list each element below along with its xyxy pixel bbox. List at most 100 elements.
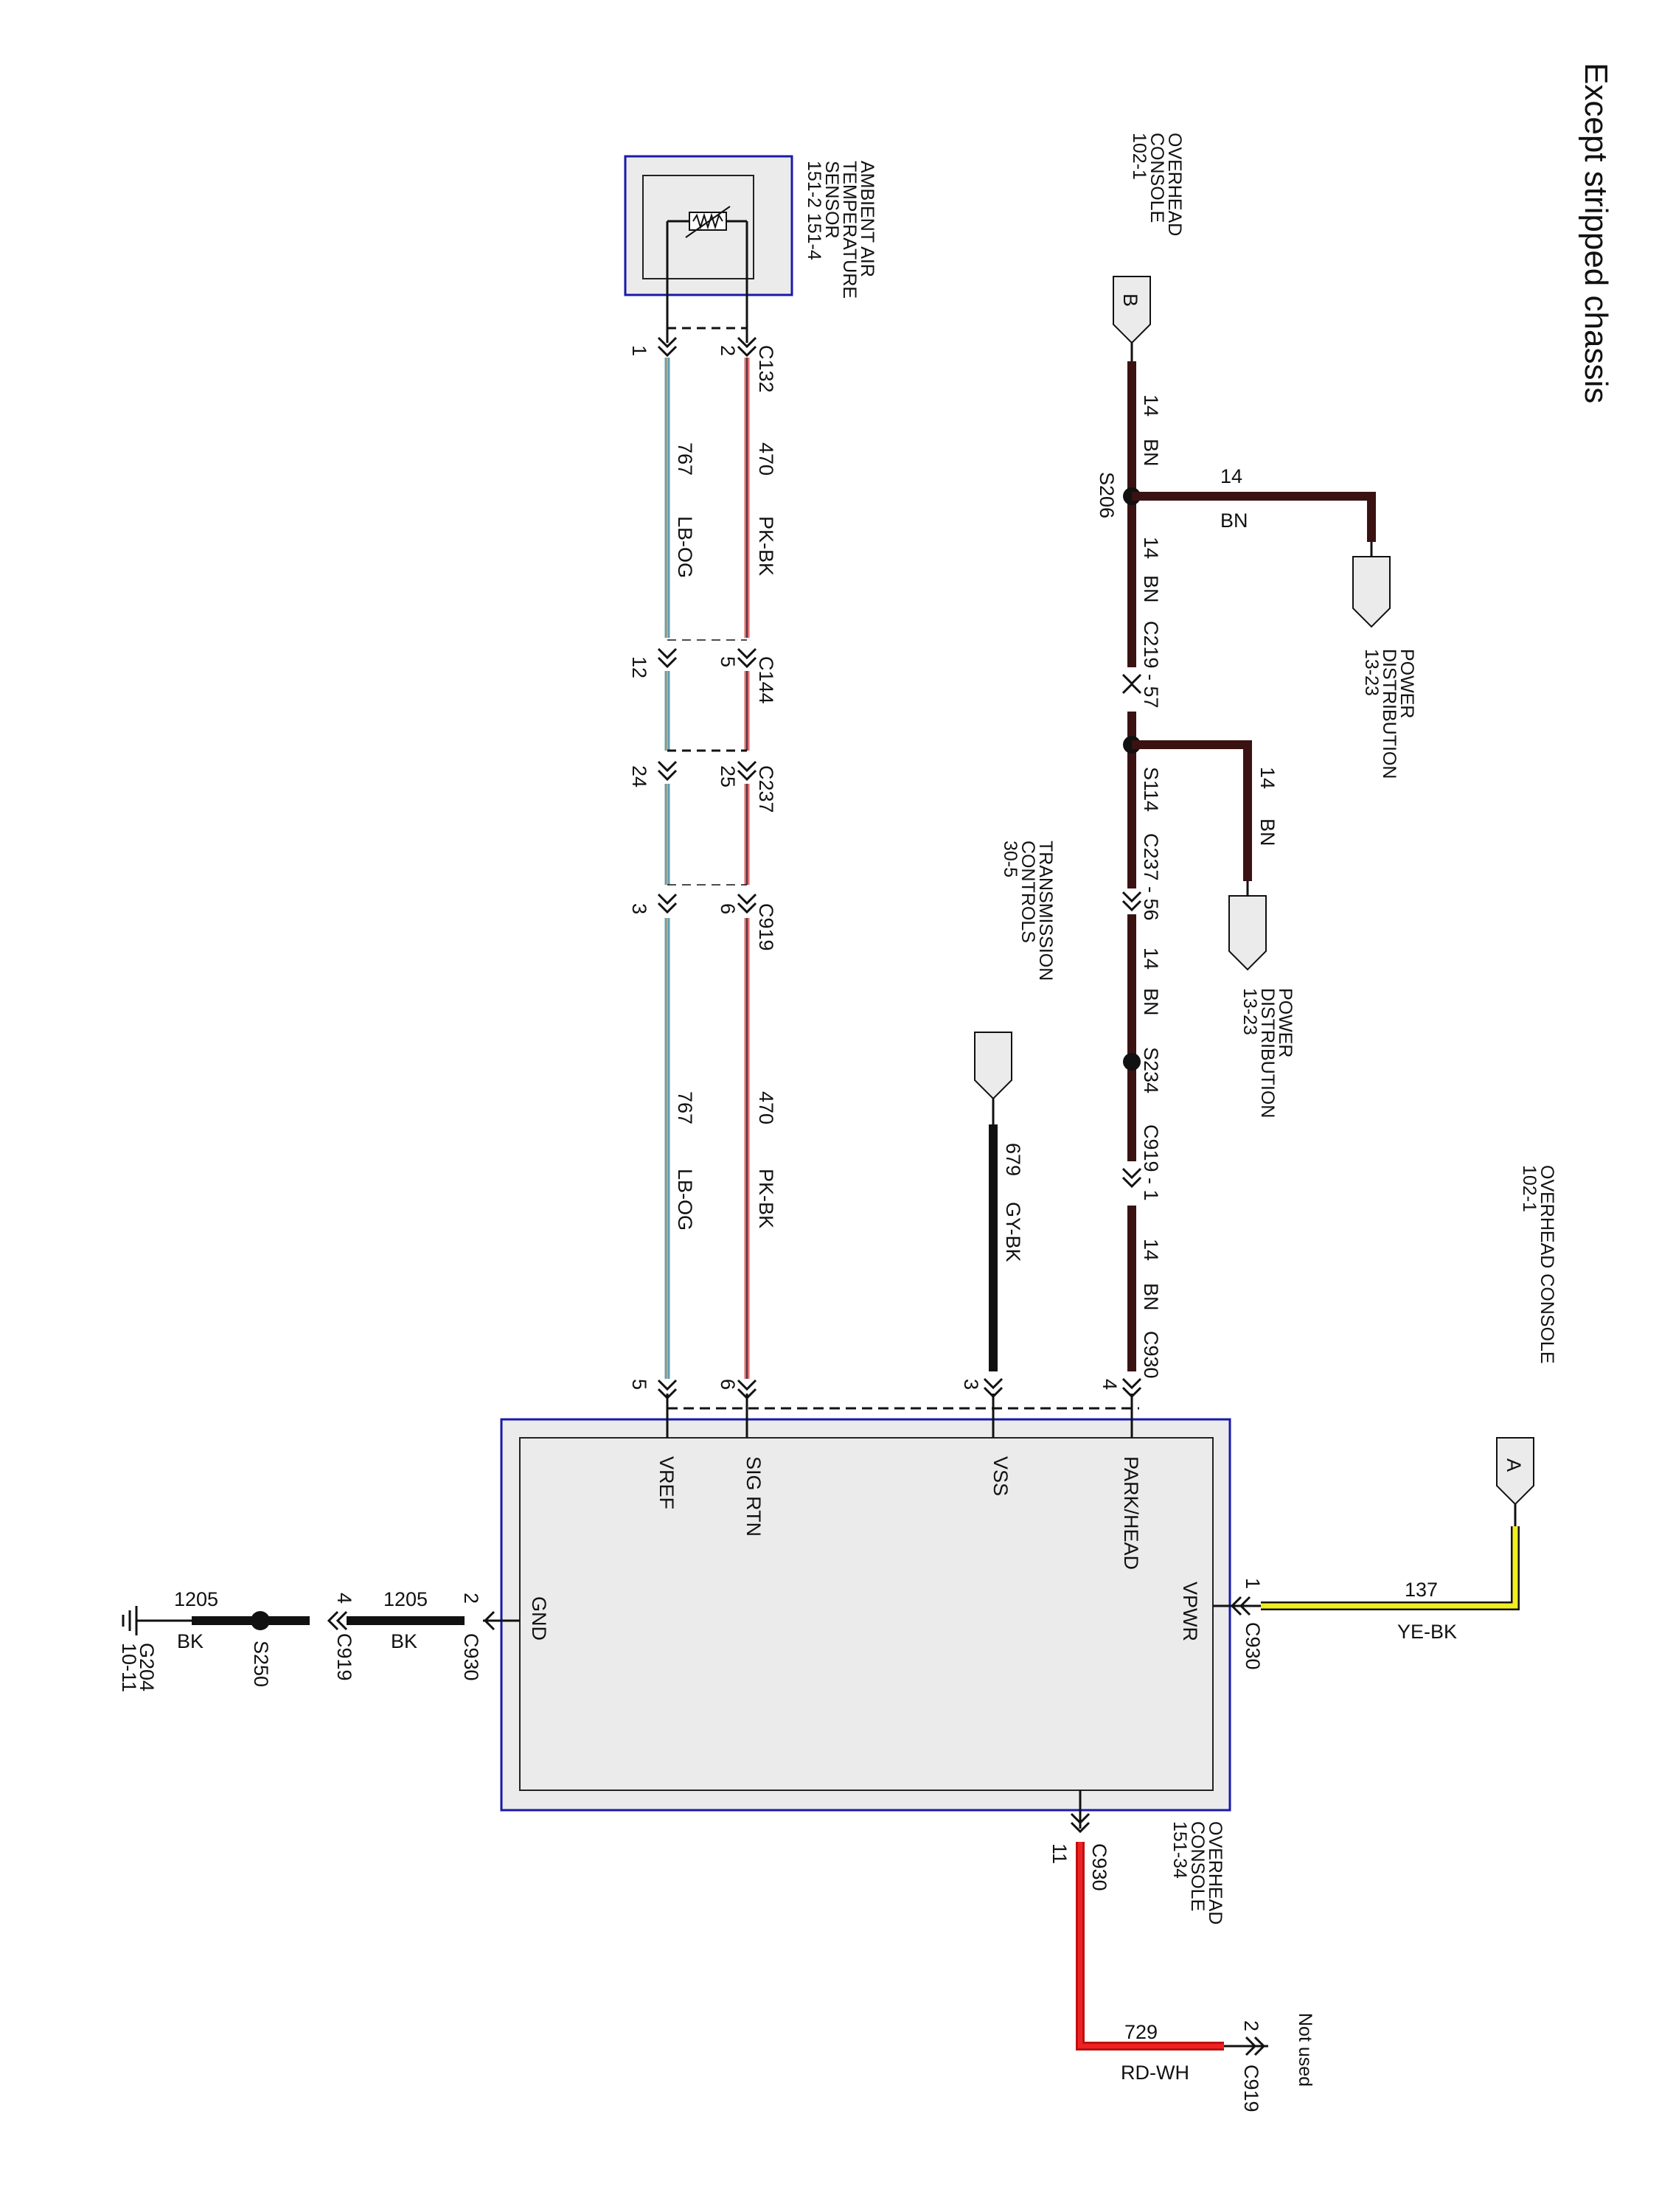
pin-2-c132: 2 (717, 345, 739, 356)
transmission-controls-connector (974, 1032, 1012, 1100)
bn-gauge-2: 14 (1140, 537, 1162, 559)
wire-color-yebk: YE-BK (1397, 1621, 1457, 1643)
bn-gauge-1: 14 (1140, 394, 1162, 417)
svg-text:POWER: POWER (1275, 988, 1295, 1057)
pin-label-park-head: PARK/HEAD (1120, 1456, 1142, 1570)
overhead-console-a-connector: A (1496, 1437, 1534, 1506)
pin-5-c144: 5 (717, 656, 739, 667)
wire-num-137: 137 (1405, 1579, 1438, 1601)
wire-14-bn-branch-1 (1132, 492, 1376, 557)
conn-c930-bn: C930 (1140, 1331, 1162, 1379)
wire-num-470-a: 470 (755, 442, 777, 476)
pin-6-module: 6 (717, 1379, 739, 1390)
ground-icon (122, 1606, 138, 1635)
power-distribution-1-connector (1352, 556, 1391, 628)
conn-c132: C132 (755, 345, 777, 393)
pin-2-gnd: 2 (460, 1593, 482, 1604)
wire-num-729: 729 (1124, 2021, 1158, 2043)
pin-12-c144: 12 (628, 656, 650, 678)
conn-c919-1: C919 - 1 (1140, 1124, 1162, 1201)
ground-ref: 10-11 (118, 1643, 140, 1692)
conn-c919-gnd: C919 (333, 1633, 355, 1681)
svg-text:DISTRIBUTION: DISTRIBUTION (1379, 649, 1399, 779)
wire-137-ye-bk (1213, 1504, 1520, 1616)
thermistor-icon (685, 206, 731, 238)
pin-3-module: 3 (960, 1379, 982, 1390)
bn-color-2: BN (1140, 575, 1162, 603)
conn-c919-bottom: C919 (1240, 2065, 1262, 2112)
wire-14-bn-branch-2 (1132, 740, 1252, 896)
branch-1-gauge: 14 (1220, 465, 1242, 487)
bn-color-1: BN (1140, 439, 1162, 467)
not-used-label: Not used (1295, 2013, 1315, 2087)
svg-text:OVERHEAD: OVERHEAD (1164, 133, 1185, 236)
splice-label-s250: S250 (250, 1641, 272, 1687)
svg-text:OVERHEAD CONSOLE: OVERHEAD CONSOLE (1537, 1165, 1557, 1364)
pin-6-c919: 6 (717, 903, 739, 914)
splice-label-s114: S114 (1140, 767, 1162, 812)
pin-label-vpwr: VPWR (1179, 1582, 1201, 1641)
svg-text:SENSOR: SENSOR (821, 161, 842, 239)
svg-text:TRANSMISSION: TRANSMISSION (1035, 841, 1056, 981)
wire-14-bn-main (1121, 343, 1142, 1438)
wire-1205-bk (136, 1610, 520, 1631)
splice-label-s234: S234 (1140, 1047, 1162, 1093)
power-distribution-2-name: POWER DISTRIBUTION 13-23 (1239, 988, 1295, 1118)
wire-color-bk-a: BK (391, 1630, 417, 1652)
power-distribution-2-connector (1228, 895, 1267, 971)
svg-text:OVERHEAD: OVERHEAD (1205, 1821, 1225, 1924)
conn-c237: C237 (755, 765, 777, 813)
branch-1-color: BN (1220, 509, 1248, 532)
ground-name: G204 (136, 1643, 158, 1691)
conn-c144: C144 (755, 656, 777, 704)
svg-text:CONSOLE: CONSOLE (1147, 133, 1167, 223)
svg-text:A: A (1503, 1458, 1525, 1472)
svg-text:151-2 151-4: 151-2 151-4 (804, 161, 824, 260)
branch-2-color: BN (1256, 818, 1279, 846)
wire-num-679: 679 (1002, 1143, 1024, 1176)
pin-1-c132: 1 (628, 345, 650, 356)
wire-num-1205-b: 1205 (174, 1588, 218, 1610)
ambient-air-temperature-sensor (624, 155, 793, 296)
overhead-console-b-connector: B (1113, 276, 1151, 344)
splice-s250 (251, 1611, 270, 1630)
pin-1-vpwr: 1 (1242, 1578, 1264, 1589)
conn-c930-bottom: C930 (1088, 1843, 1110, 1891)
svg-text:102-1: 102-1 (1129, 133, 1150, 180)
connector-arrows-sensor (657, 336, 757, 1400)
pin-11-c930: 11 (1048, 1843, 1071, 1864)
svg-text:TEMPERATURE: TEMPERATURE (839, 161, 860, 299)
pin-label-gnd: GND (528, 1596, 550, 1641)
pin-3-c919: 3 (628, 903, 650, 914)
wire-color-bk-b: BK (177, 1630, 204, 1652)
wire-num-1205-a: 1205 (383, 1588, 428, 1610)
wire-color-lbog-a: LB-OG (674, 516, 696, 578)
svg-text:CONTROLS: CONTROLS (1018, 841, 1038, 943)
svg-text:13-23: 13-23 (1239, 988, 1260, 1035)
pin-label-sig-rtn: SIG RTN (742, 1456, 765, 1537)
conn-c919: C919 (755, 903, 777, 951)
conn-c930-vpwr: C930 (1242, 1622, 1264, 1670)
wire-color-pkbk-b: PK-BK (755, 1169, 777, 1228)
svg-text:DISTRIBUTION: DISTRIBUTION (1257, 988, 1278, 1118)
splice-label-s206: S206 (1096, 472, 1118, 518)
wire-color-lbog-b: LB-OG (674, 1169, 696, 1231)
splice-s234 (1123, 1053, 1141, 1071)
conn-c237-56: C237 - 56 (1140, 833, 1162, 921)
svg-text:POWER: POWER (1397, 649, 1417, 718)
pin-5-module: 5 (628, 1379, 650, 1390)
wire-color-rdwh: RD-WH (1121, 2062, 1189, 2084)
pin-24-c237: 24 (628, 765, 650, 787)
pin-label-vref: VREF (655, 1456, 678, 1509)
wire-num-470-b: 470 (755, 1091, 777, 1124)
wire-color-pkbk-a: PK-BK (755, 516, 777, 576)
pin-2-c919-bottom: 2 (1240, 2020, 1262, 2031)
overhead-console-bottom-name: OVERHEAD CONSOLE 151-34 (1169, 1821, 1225, 1924)
diagram-title: Except stripped chassis (1578, 63, 1614, 403)
svg-text:CONSOLE: CONSOLE (1187, 1821, 1208, 1911)
bn-gauge-3: 14 (1140, 947, 1162, 970)
overhead-console-b-name: OVERHEAD CONSOLE 102-1 (1129, 133, 1185, 236)
wire-679-gy-bk (983, 1099, 1004, 1438)
wire-729-rd-wh (1070, 1790, 1268, 2056)
